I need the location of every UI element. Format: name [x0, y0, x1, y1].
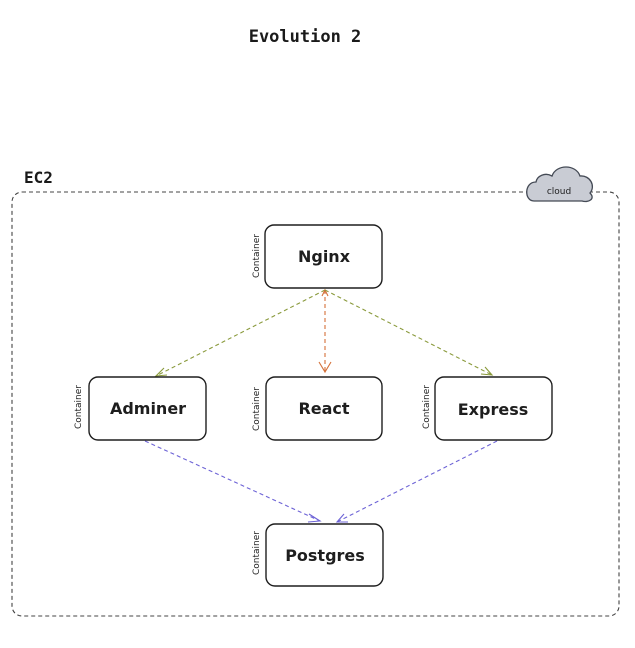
node-express[interactable]: Express Container	[422, 376, 553, 441]
node-adminer[interactable]: Adminer Container	[74, 376, 207, 441]
nginx-box	[264, 224, 383, 289]
edge-express-postgres	[335, 440, 498, 523]
nginx-container-label: Container	[252, 234, 262, 278]
react-container-label: Container	[252, 387, 262, 431]
adminer-label: Adminer	[110, 399, 186, 418]
react-box	[265, 376, 383, 441]
node-nginx[interactable]: Nginx Container	[252, 224, 383, 289]
adminer-box	[88, 376, 207, 441]
edge-adminer-postgres	[144, 440, 322, 523]
express-box	[434, 376, 553, 441]
node-react[interactable]: React Container	[252, 376, 383, 441]
postgres-box	[265, 523, 384, 587]
ec2-label: EC2	[24, 168, 53, 187]
postgres-container-label: Container	[252, 531, 262, 575]
edge-nginx-express	[324, 289, 494, 376]
react-label: React	[298, 399, 349, 418]
node-postgres[interactable]: Postgres Container	[252, 523, 384, 587]
diagram-title: Evolution 2	[249, 27, 362, 47]
cloud-icon: cloud	[526, 166, 594, 203]
postgres-label: Postgres	[285, 546, 365, 565]
express-label: Express	[458, 400, 529, 419]
cloud-label: cloud	[547, 187, 571, 197]
express-container-label: Container	[422, 385, 432, 429]
edge-nginx-adminer	[154, 289, 326, 377]
edge-nginx-react	[318, 288, 332, 374]
adminer-container-label: Container	[74, 385, 84, 429]
nginx-label: Nginx	[298, 247, 351, 266]
